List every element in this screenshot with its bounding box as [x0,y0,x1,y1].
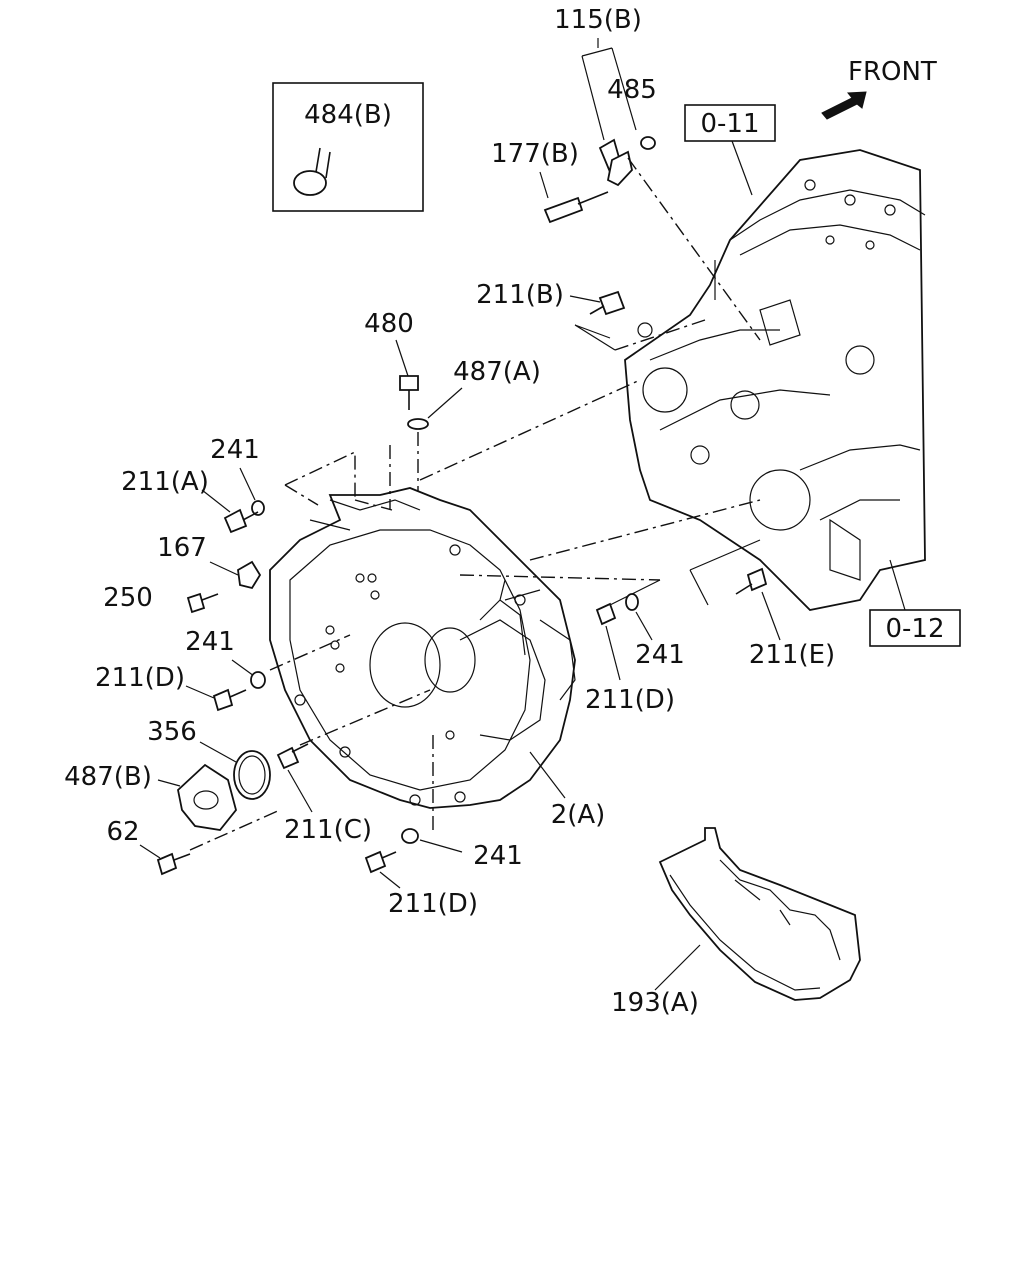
label-193a: 193(A) [611,988,699,1018]
label-487a: 487(A) [453,357,541,387]
label-484b: 484(B) [304,100,392,130]
detail-box-484b: 484(B) [272,82,424,212]
label-485: 485 [607,75,657,105]
label-250: 250 [103,583,153,613]
arrow-icon [821,91,867,120]
label-211d-right: 211(D) [585,685,675,715]
label-241-mid: 241 [185,627,235,657]
label-241-bottom: 241 [473,841,523,871]
label-211d-bottom: 211(D) [388,889,478,919]
label-62: 62 [106,817,139,847]
label-2a: 2(A) [551,800,606,830]
label-211d-left: 211(D) [95,663,185,693]
left-fasteners: 241 211(A) 167 250 241 211(D) 356 487(B)… [64,435,431,876]
label-356: 356 [147,717,197,747]
ref-label-0-11: 0-11 [700,109,759,139]
label-241-right: 241 [635,640,685,670]
label-211b: 211(B) [476,280,564,310]
ref-box-0-12: 0-12 [869,559,961,647]
ref-label-0-12: 0-12 [885,614,944,644]
bottom-fasteners: 241 211(D) [364,735,523,919]
label-480: 480 [364,309,414,339]
cover-193a: 193(A) [611,827,861,1018]
label-211a: 211(A) [121,467,209,497]
bolt-211b: 211(B) [476,280,706,351]
label-211c: 211(C) [284,815,372,845]
label-211e: 211(E) [749,640,835,670]
label-115b: 115(B) [554,5,642,35]
label-241-top: 241 [210,435,260,465]
plug-480-assembly: 480 487(A) [364,309,541,510]
label-167: 167 [157,533,207,563]
label-487b: 487(B) [64,762,152,792]
sensor-assembly: 115(B) 485 177(B) [491,5,761,341]
flywheel-housing: 2(A) [269,379,761,830]
right-fasteners: 241 211(D) 211(E) [459,539,835,715]
front-indicator: FRONT [821,57,937,120]
front-label: FRONT [848,57,937,87]
label-177b: 177(B) [491,139,579,169]
engine-block [624,149,926,611]
ref-box-0-11: 0-11 [684,104,776,196]
